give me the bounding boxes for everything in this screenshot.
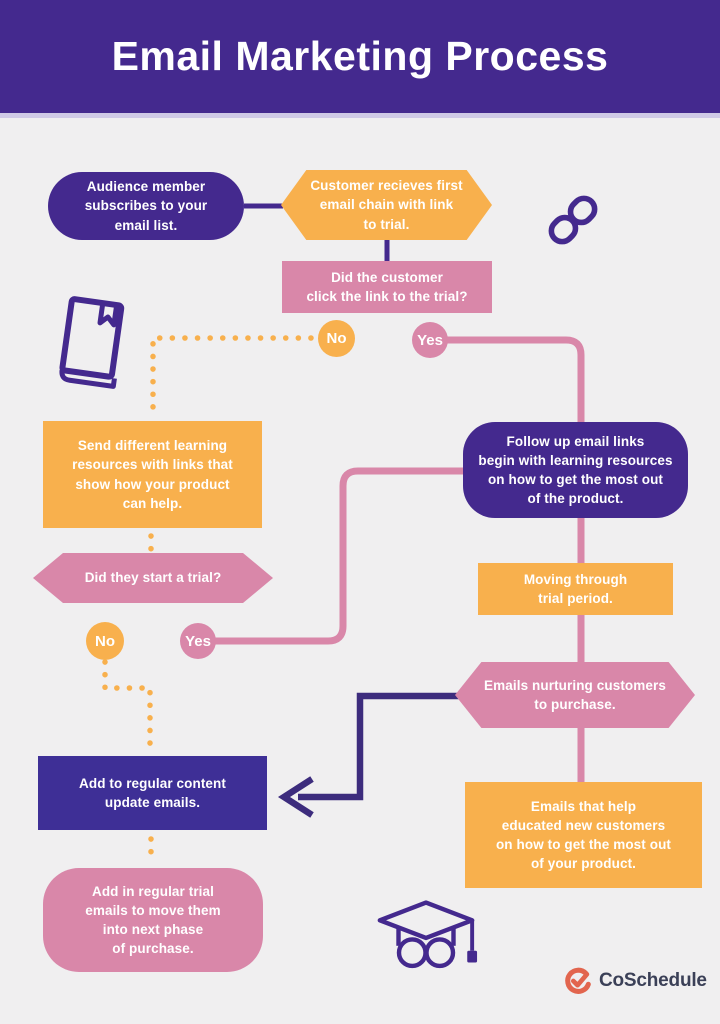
connector-nurture-to-regularcontent [298,692,460,801]
header-band: Email Marketing Process [0,0,720,113]
decision-no-1: No [318,320,355,357]
node-first-email-chain: Customer recieves first email chain with… [281,170,492,240]
node-emails-nurturing: Emails nurturing customers to purchase. [455,662,695,728]
page-title: Email Marketing Process [111,33,609,79]
header-separator [0,113,720,118]
arrowhead-left-chevron [277,776,314,818]
book-icon [59,296,125,389]
chain-link-icon [548,195,598,245]
dotted-no2-path [102,659,153,754]
node-label: Audience member subscribes to your email… [84,179,208,233]
node-label: Did they start a trial? [84,570,222,586]
node-label: Emails nurturing customers to purchase. [484,677,666,712]
node-send-learning-resources: Send different learning resources with l… [43,421,262,528]
node-did-they-start-trial: Did they start a trial? [33,553,273,603]
node-add-regular-trial-emails: Add in regular trial emails to move them… [43,868,263,972]
decision-label: No [95,632,115,650]
node-label: Follow up email links begin with learnin… [478,433,673,507]
node-audience-subscribes: Audience member subscribes to your email… [48,172,244,240]
node-label: Send different learning resources with l… [72,438,233,511]
node-label: Add in regular trial emails to move them… [85,883,221,957]
decision-label: Yes [185,632,211,650]
node-label: Customer recieves first email chain with… [310,178,463,232]
node-follow-up-email-links: Follow up email links begin with learnin… [463,422,688,518]
coschedule-logo: CoSchedule [563,966,707,996]
graduation-cap-glasses-icon [377,900,478,969]
decision-yes-1: Yes [412,322,448,358]
brand-name: CoSchedule [599,970,707,991]
node-label: Emails that help educated new customers … [495,798,672,872]
decision-label: No [326,330,347,347]
decision-label: Yes [417,331,443,349]
node-moving-through-trial: Moving through trial period. [478,563,673,615]
node-label: Add to regular content update emails. [79,775,226,810]
node-label: Moving through trial period. [523,571,628,606]
node-add-regular-content: Add to regular content update emails. [38,756,267,830]
node-label: Did the customer click the link to the t… [306,269,468,304]
coschedule-check-icon [565,967,591,994]
node-did-customer-click: Did the customer click the link to the t… [282,261,492,313]
decision-no-2: No [86,622,124,660]
node-emails-that-educate: Emails that help educated new customers … [465,782,702,888]
decision-yes-2: Yes [180,623,216,659]
dotted-no1-path [150,335,314,415]
